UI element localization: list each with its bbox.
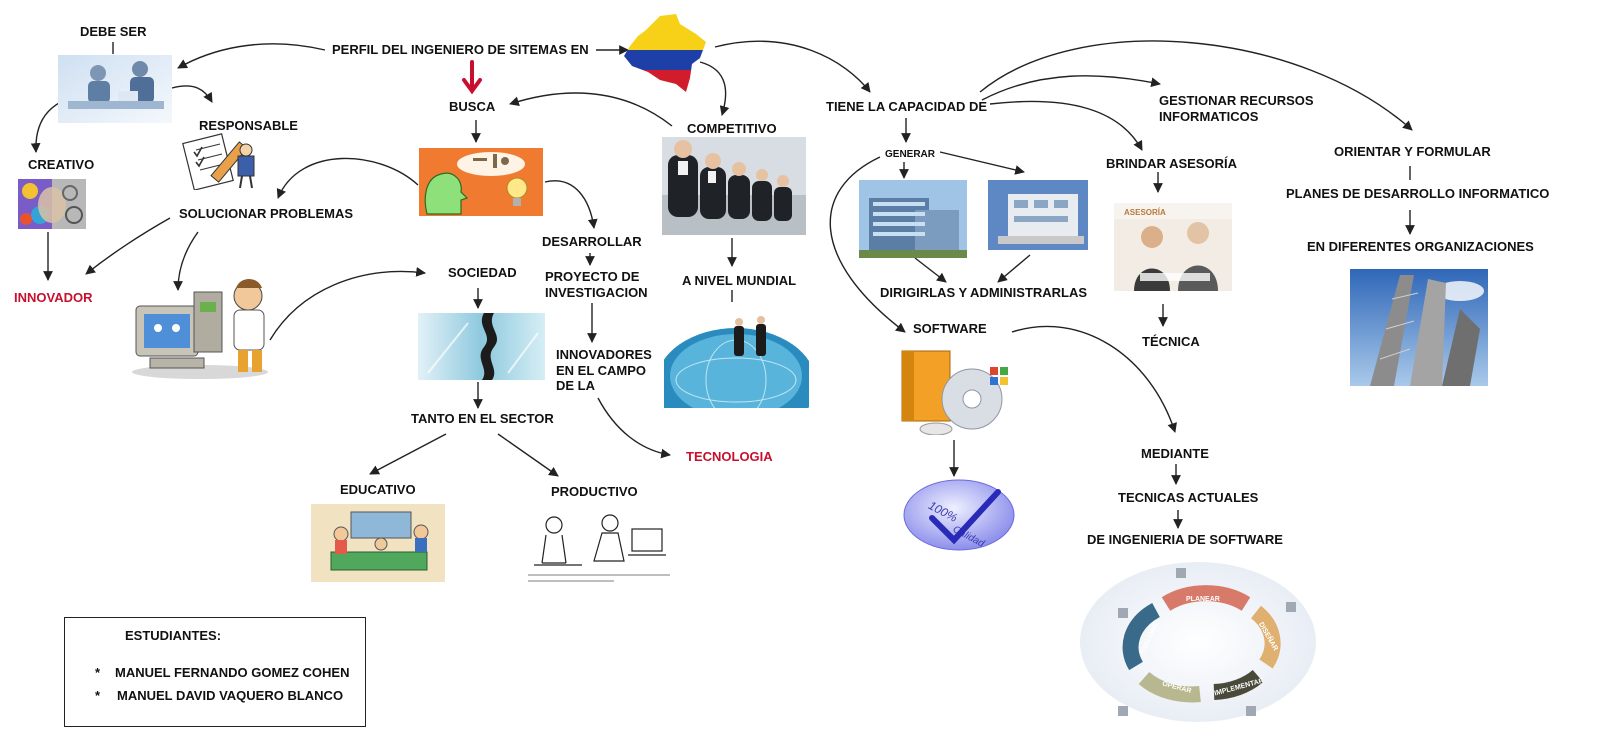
arrow-capacidad-to-gestionar: [981, 75, 1161, 101]
red-down-arrow-icon: [462, 60, 482, 95]
arrow-generar-to-software: [829, 156, 906, 333]
idea-head-image: [419, 148, 543, 216]
creative-face-image: [18, 179, 86, 229]
advisory-sign-text: ASESORÍA: [1124, 208, 1166, 217]
arrow-flag-to-competitivo: [699, 61, 730, 116]
globe-business-image: [664, 306, 809, 408]
node-competitivo: COMPETITIVO: [687, 121, 777, 136]
software-cycle-image: PLANEAR DISEÑAR IMPLEMENTAR OPERAR EVALU…: [1078, 560, 1318, 725]
node-productivo: PRODUCTIVO: [551, 484, 638, 499]
node-proyecto-line1: PROYECTO DE: [545, 269, 640, 284]
node-software: SOFTWARE: [913, 321, 987, 336]
arrow-generar-to-bld2: [939, 151, 1025, 175]
students-box: ESTUDIANTES: * MANUEL FERNANDO GOMEZ COH…: [64, 617, 366, 727]
students-title: ESTUDIANTES:: [125, 628, 222, 643]
node-perfil: PERFIL DEL INGENIERO DE SITEMAS EN: [332, 42, 589, 57]
node-gestionar-line2: INFORMATICOS: [1159, 109, 1259, 124]
classroom-cartoon-image: [311, 504, 445, 582]
arrow-bld1-to-dirigirlas: [914, 257, 947, 283]
clipboard-pencil-image: [180, 132, 266, 190]
arrow-capacidad-to-brindar: [989, 100, 1143, 151]
student-bullet-2: *: [95, 688, 101, 703]
student-name-1: MANUEL FERNANDO GOMEZ COHEN: [115, 665, 350, 680]
node-dirigirlas: DIRIGIRLAS Y ADMINISTRARLAS: [880, 285, 1088, 300]
arrow-capacidad-to-orientar: [979, 40, 1413, 131]
sociedad-image: [418, 313, 545, 380]
building-image-2: [988, 180, 1088, 250]
node-sociedad: SOCIEDAD: [448, 265, 517, 280]
node-proyecto-line2: INVESTIGACION: [545, 285, 648, 300]
arrow-bld2-to-dirigirlas: [997, 254, 1031, 283]
arrow-idea-to-desarrollar: [544, 180, 598, 229]
node-tecnologia: TECNOLOGIA: [686, 449, 773, 464]
arrow-flag-to-capacidad: [714, 40, 871, 93]
building-image-1: [859, 180, 967, 258]
node-tiene-capacidad: TIENE LA CAPACIDAD DE: [826, 99, 988, 114]
node-creativo: CREATIVO: [28, 157, 95, 172]
people-working-image: [58, 55, 172, 123]
windows-logo-icon: [990, 367, 1008, 385]
node-gestionar-line1: GESTIONAR RECURSOS: [1159, 93, 1314, 108]
arrow-software-to-mediante: [1011, 325, 1177, 433]
node-educativo: EDUCATIVO: [340, 482, 416, 497]
software-package-image: [896, 345, 1020, 435]
colombia-map-image: [620, 12, 708, 94]
productive-sketch-image: [524, 503, 674, 585]
arrow-tanto-to-educativo: [369, 433, 447, 475]
cycle-step-1: PLANEAR: [1186, 596, 1220, 603]
arrow-img-to-responsable: [171, 85, 213, 103]
node-tecnicas-actuales: TECNICAS ACTUALES: [1118, 490, 1259, 505]
node-mediante: MEDIANTE: [1141, 446, 1209, 461]
arrow-idea-to-solucionar: [276, 157, 419, 199]
node-generar: GENERAR: [885, 149, 936, 160]
business-people-image: [662, 137, 806, 235]
node-solucionar: SOLUCIONAR PROBLEMAS: [179, 206, 354, 221]
skyscraper-image: [1350, 269, 1488, 386]
arrow-solucionar-to-computer: [173, 231, 199, 291]
node-tanto: TANTO EN EL SECTOR: [411, 411, 554, 426]
arrow-computer-to-sociedad: [269, 267, 426, 341]
quality-seal-image: 100% Calidad: [902, 478, 1016, 552]
advisory-image: ASESORÍA: [1114, 203, 1232, 291]
node-innovadores-line2: EN EL CAMPO: [556, 363, 647, 378]
node-debe-ser: DEBE SER: [80, 24, 147, 39]
arrow-solucionar-to-innovador: [85, 217, 171, 275]
student-bullet-1: *: [95, 665, 101, 680]
node-tecnica: TÉCNICA: [1142, 334, 1200, 349]
node-innovador: INNOVADOR: [14, 290, 93, 305]
arrow-perfil-to-debeser: [177, 43, 326, 69]
node-busca: BUSCA: [449, 99, 496, 114]
node-ingenieria-software: DE INGENIERIA DE SOFTWARE: [1087, 532, 1283, 547]
arrow-tanto-to-productivo: [497, 433, 559, 477]
node-responsable: RESPONSABLE: [199, 118, 298, 133]
node-innovadores-line3: DE LA: [556, 378, 595, 393]
node-orientar: ORIENTAR Y FORMULAR: [1334, 144, 1491, 159]
arrow-competitivo-to-busca: [509, 92, 673, 127]
node-innovadores-line1: INNOVADORES: [556, 347, 652, 362]
checkmark-icon: [929, 489, 1001, 545]
node-organizaciones: EN DIFERENTES ORGANIZACIONES: [1307, 239, 1534, 254]
arrow-innovadores-to-tecnologia: [597, 397, 671, 459]
computer-character-image: [130, 272, 280, 380]
student-name-2: MANUEL DAVID VAQUERO BLANCO: [117, 688, 344, 703]
node-desarrollar: DESARROLLAR: [542, 234, 642, 249]
node-planes: PLANES DE DESARROLLO INFORMATICO: [1286, 186, 1550, 201]
node-nivel-mundial: A NIVEL MUNDIAL: [682, 273, 797, 288]
node-brindar: BRINDAR ASESORÍA: [1106, 156, 1237, 171]
